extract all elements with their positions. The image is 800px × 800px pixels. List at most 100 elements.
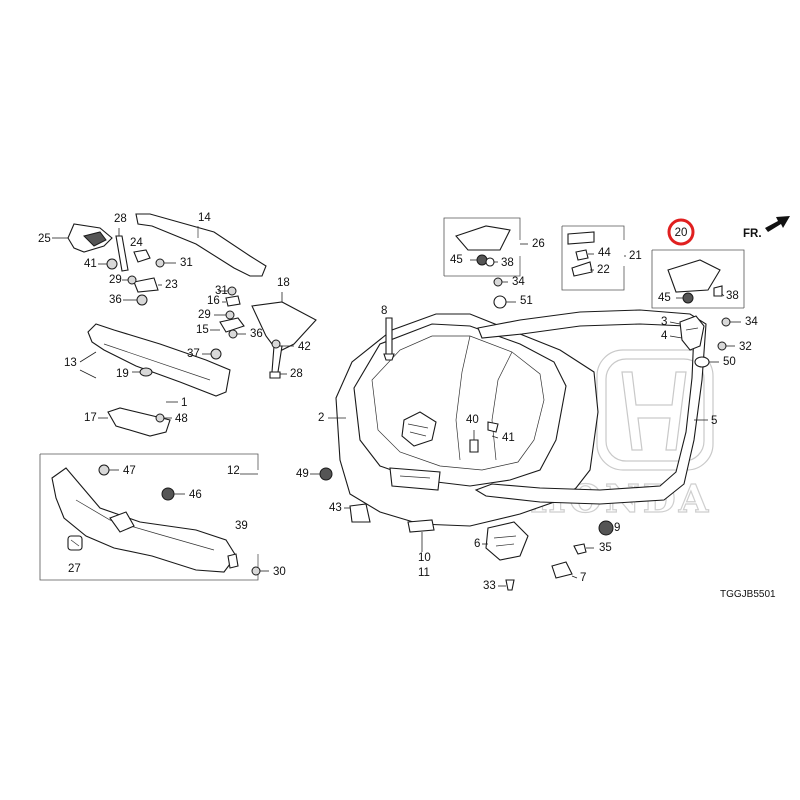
screw-35 [573, 543, 594, 555]
part-label-42: 42 [298, 341, 311, 353]
clip-40-41 [469, 421, 499, 453]
clip-24 [133, 249, 151, 263]
garnish-17 [98, 407, 171, 437]
striker-7 [551, 561, 578, 579]
handle-10-11 [407, 519, 435, 552]
clip-29-left [122, 275, 137, 285]
nut-41-left [98, 258, 118, 270]
part-label-48: 48 [175, 413, 188, 425]
strut-8 [383, 317, 395, 361]
bracket-31-16 [218, 286, 241, 307]
part-label-2: 2 [318, 412, 324, 424]
part-label-26: 26 [532, 238, 545, 250]
hinge-3-4 [669, 315, 705, 351]
part-label-49: 49 [296, 468, 309, 480]
bumper-9 [598, 520, 614, 536]
part-label-29: 29 [109, 274, 122, 286]
part-label-4: 4 [661, 330, 668, 342]
part-label-8: 8 [381, 305, 387, 317]
part-label-29: 29 [198, 309, 211, 321]
part-label-31: 31 [180, 257, 193, 269]
part-label-22: 22 [597, 264, 610, 276]
part-label-39: 39 [235, 520, 248, 532]
part-label-11: 11 [418, 567, 430, 579]
cover-group-26 [443, 217, 528, 277]
part-label-38: 38 [726, 290, 739, 302]
clip-23 [133, 277, 162, 293]
spoiler-bracket-25 [52, 223, 113, 253]
nut-47 [98, 464, 119, 476]
bumper-49 [310, 467, 333, 481]
part-label-21: 21 [629, 250, 642, 262]
front-arrow-icon [765, 216, 790, 232]
screw-48 [155, 413, 172, 423]
part-label-1: 1 [181, 397, 187, 409]
switch-43 [344, 503, 371, 523]
part-label-19: 19 [116, 368, 129, 380]
part-label-17: 17 [84, 412, 97, 424]
clip-34-51 [493, 277, 516, 309]
part-label-45: 45 [450, 254, 463, 266]
part-label-5: 5 [711, 415, 717, 427]
part-label-37: 37 [187, 348, 200, 360]
part-label-43: 43 [329, 502, 342, 514]
part-label-7: 7 [580, 572, 586, 584]
part-label-25: 25 [38, 233, 51, 245]
glass-panel-18 [251, 292, 317, 353]
latch-6 [482, 521, 529, 561]
front-direction-label: FR. [743, 228, 762, 240]
screw-34-right [721, 317, 741, 327]
part-label-47: 47 [123, 465, 136, 477]
part-label-46: 46 [189, 489, 202, 501]
clip-29-15 [210, 310, 245, 333]
part-label-32: 32 [739, 341, 752, 353]
part-label-28: 28 [114, 213, 127, 225]
part-label-15: 15 [196, 324, 209, 336]
part-label-10: 10 [418, 552, 431, 564]
part-label-18: 18 [277, 277, 290, 289]
part-label-41: 41 [502, 432, 515, 444]
part-label-35: 35 [599, 542, 612, 554]
screw-37 [202, 348, 222, 360]
screw-30 [251, 566, 269, 576]
part-label-41: 41 [84, 258, 97, 270]
part-label-28: 28 [290, 368, 303, 380]
part-label-9: 9 [614, 522, 620, 534]
part-label-23: 23 [165, 279, 178, 291]
light-group-21 [561, 225, 626, 291]
part-label-31: 31 [215, 285, 228, 297]
screw-36-mid [228, 329, 246, 339]
diagram-code: TGGJB5501 [720, 589, 776, 600]
part-label-highlighted: 20 [675, 227, 688, 239]
part-label-24: 24 [130, 237, 143, 249]
part-label-51: 51 [520, 295, 533, 307]
part-label-34: 34 [512, 276, 525, 288]
part-label-50: 50 [723, 356, 736, 368]
part-label-27: 27 [68, 563, 81, 575]
bolt-28-upper [115, 228, 129, 272]
part-label-14: 14 [198, 212, 211, 224]
front-direction-indicator: FR. [743, 216, 790, 240]
highlight-circle [667, 218, 695, 246]
emblem-27 [67, 535, 83, 551]
part-label-36: 36 [250, 328, 263, 340]
part-label-34: 34 [745, 316, 758, 328]
part-label-3: 3 [661, 316, 667, 328]
part-label-36: 36 [109, 294, 122, 306]
bolt-33 [498, 579, 515, 591]
grommet-46 [161, 487, 185, 501]
screw-32 [717, 341, 735, 351]
tailgate-panel-2 [328, 313, 599, 527]
screw-36-left [123, 294, 148, 306]
part-label-44: 44 [598, 247, 611, 259]
spoiler-body-13 [79, 323, 231, 397]
spoiler-14 [135, 213, 267, 277]
part-label-33: 33 [483, 580, 496, 592]
part-label-45: 45 [658, 292, 671, 304]
part-label-16: 16 [207, 295, 220, 307]
part-label-6: 6 [474, 538, 480, 550]
clip-39 [227, 553, 239, 569]
part-label-13: 13 [64, 357, 77, 369]
